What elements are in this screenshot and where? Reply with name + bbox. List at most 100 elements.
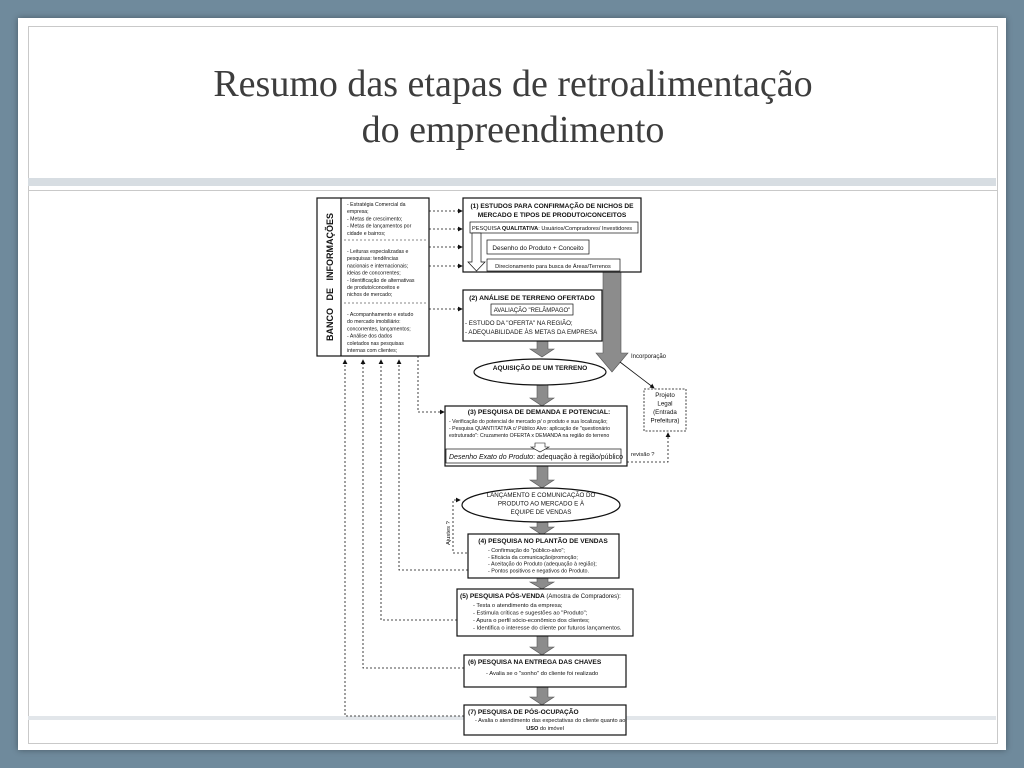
incorporacao-label: Incorporação (631, 354, 667, 360)
ajustes-arrow (452, 497, 483, 554)
banco-feed-arrows (417, 208, 463, 415)
banco-group2-line-3: nacionais e internacionais; (347, 263, 408, 269)
aquisicao-terreno: AQUISIÇÃO DE UM TERRENO (473, 358, 607, 386)
banco-group3-line-5: coletados nas pesquisas (347, 341, 404, 347)
box2-avaliacao: AVALIAÇÃO "RELÂMPAGO" (494, 307, 571, 314)
box5-line-1: - Testa o atendimento da empresa; (473, 603, 563, 609)
box3-title: (3) PESQUISA DE DEMANDA E POTENCIAL: (468, 409, 611, 416)
box6-entrega-chaves: (6) PESQUISA NA ENTREGA DAS CHAVES - Ava… (463, 654, 627, 688)
box5-line-3: - Apura o perfil sócio-econômico dos cli… (473, 618, 590, 624)
banco-group2-line-2: pesquisas: tendências (347, 256, 399, 262)
box4-line-4: - Pontos positivos e negativos do Produt… (488, 568, 589, 574)
box7-line-1: - Avalia o atendimento das expectativas … (475, 718, 625, 724)
slide: Resumo das etapas de retroalimentação do… (18, 18, 1006, 750)
title-line-2: do empreendimento (361, 109, 665, 151)
projeto-legal-line-2: Legal (657, 401, 672, 408)
lancamento-line-1: LANÇAMENTO E COMUNICAÇÃO DO (487, 492, 596, 499)
feedback-box7 (342, 359, 464, 717)
aquisicao-label: AQUISIÇÃO DE UM TERRENO (493, 363, 588, 372)
arrow-box4-to-box5 (528, 577, 556, 590)
dotted-arrow-to-box3 (417, 356, 445, 415)
lancamento-line-2: PRODUTO AO MERCADO E À (498, 501, 585, 508)
arrow-box3-to-lancamento (529, 465, 555, 489)
box7-title: (7) PESQUISA DE PÓS-OCUPAÇÃO (468, 707, 579, 716)
banco-group3-line-2: do mercado imobiliário: (347, 319, 401, 325)
banco-group2-line-7: nichos de mercado; (347, 292, 392, 298)
banco-group3-line-4: - Análise dos dados (347, 334, 393, 340)
box7-pos-ocupacao: (7) PESQUISA DE PÓS-OCUPAÇÃO - Avalia o … (463, 704, 627, 736)
box5-line-2: - Estimula críticas e sugestões ao "Prod… (473, 611, 588, 617)
banco-group1-line-1: - Estratégia Comercial da (347, 202, 406, 208)
banco-group2-line-4: ideias de concorrentes; (347, 271, 401, 277)
main-flow-arrows (528, 270, 629, 706)
banco-group3-line-1: - Acompanhamento e estudo (347, 312, 413, 318)
feedback-arrows (342, 359, 468, 717)
box2-line-oferta: - ESTUDO DA "OFERTA" NA REGIÃO; (465, 320, 573, 327)
banco-group1-line-5: cidade e bairros; (347, 231, 385, 237)
slide-title: Resumo das etapas de retroalimentação do… (29, 61, 997, 153)
revisao-arrow (627, 432, 671, 463)
banco-group2-line-1: - Leituras especializadas e (347, 249, 409, 255)
box3-line-2: - Pesquisa QUANTITATIVA c/ Público Alvo:… (449, 426, 610, 432)
banco-group1-line-2: empresa; (347, 209, 369, 215)
box6-title: (6) PESQUISA NA ENTREGA DAS CHAVES (468, 659, 602, 666)
box1-estudos: (1) ESTUDOS PARA CONFIRMAÇÃO DE NICHOS D… (462, 197, 642, 273)
box1-direcionamento: Direcionamento para busca de Áreas/Terre… (495, 263, 611, 270)
arrow-box2-to-aquisicao (529, 340, 555, 358)
arrow-box6-to-box7 (529, 686, 555, 706)
banco-group3-line-3: concorrentes, lançamentos; (347, 326, 411, 332)
box1-down-arrow (467, 232, 486, 272)
banco-group3-line-6: internas com clientes; (347, 348, 397, 354)
box3-desenho-exato: Desenho Exato do Produto: adequação à re… (449, 454, 623, 461)
arrow-box5-to-box6 (529, 635, 555, 656)
lancamento-comunicacao: LANÇAMENTO E COMUNICAÇÃO DO PRODUTO AO ME… (461, 487, 621, 523)
box1-desenho-produto: Desenho do Produto + Conceito (492, 245, 584, 252)
revisao-label: revisão ? (631, 452, 655, 458)
arrow-aquisicao-to-box3 (529, 384, 555, 407)
lancamento-line-3: EQUIPE DE VENDAS (511, 509, 572, 516)
box2-analise-terreno: (2) ANÁLISE DE TERRENO OFERTADO AVALIAÇÃ… (462, 289, 603, 342)
box4-line-3: - Aceitação do Produto (adequação à regi… (488, 562, 597, 568)
title-divider-band (28, 178, 996, 186)
box2-line-adequabilidade: - ADEQUABILIDADE ÀS METAS DA EMPRESA (465, 329, 598, 336)
feedback-box5 (378, 359, 457, 621)
projeto-legal-line-1: Projeto (655, 392, 675, 399)
content-area (28, 190, 998, 744)
box1-pesquisa-qualitativa: PESQUISA QUALITATIVA: Usuários/Comprador… (472, 226, 632, 232)
box4-title: (4) PESQUISA NO PLANTÃO DE VENDAS (478, 536, 608, 545)
box3-line-3: estruturado": Cruzamento OFERTA x DEMAND… (449, 433, 609, 439)
box5-title: (5) PESQUISA PÓS-VENDA (Amostra de Compr… (460, 591, 621, 600)
projeto-legal-line-3: (Entrada (653, 409, 677, 416)
banco-label: BANCO DE INFORMAÇÕES (325, 213, 335, 341)
box4-line-2: - Eficácia da comunicação/promoção; (488, 555, 578, 561)
box4-plantao-vendas: (4) PESQUISA NO PLANTÃO DE VENDAS - Conf… (467, 533, 620, 579)
box1-title-1: (1) ESTUDOS PARA CONFIRMAÇÃO DE NICHOS D… (470, 201, 634, 210)
incorporacao-arrow (619, 361, 655, 389)
box6-line: - Avalia se o "sonho" do cliente foi rea… (486, 671, 598, 677)
banco-group1-line-3: - Metas de crescimento; (347, 216, 402, 222)
box3-pesquisa-demanda: (3) PESQUISA DE DEMANDA E POTENCIAL: - V… (444, 405, 628, 467)
box5-pos-venda: (5) PESQUISA PÓS-VENDA (Amostra de Compr… (456, 588, 634, 637)
box4-line-1: - Confirmação do "público-alvo"; (488, 548, 565, 554)
box5-line-4: - Identifica o interesse do cliente por … (473, 626, 622, 632)
box3-body: - Verificação do potencial de mercado p/… (449, 419, 610, 439)
banco-group1-line-4: - Metas de lançamentos por (347, 224, 412, 230)
projeto-legal-line-4: Prefeitura) (651, 418, 680, 425)
banco-group2-line-6: de produto/conceitos e (347, 285, 400, 291)
box7-line-2: USO do imóvel (526, 726, 564, 732)
banco-group2-line-5: - Identificação de alternativas (347, 278, 415, 284)
box2-title: (2) ANÁLISE DE TERRENO OFERTADO (469, 293, 595, 302)
arrow-lancamento-to-box4 (529, 520, 555, 536)
box1-title-2: MERCADO E TIPOS DE PRODUTO/CONCEITOS (478, 212, 627, 219)
box3-line-1: - Verificação do potencial de mercado p/… (449, 419, 608, 425)
feedback-box6 (360, 359, 464, 669)
feedback-box4 (396, 359, 468, 571)
ajustes-label: Ajustes ? (446, 520, 452, 545)
title-line-1: Resumo das etapas de retroalimentação (213, 63, 813, 105)
title-area: Resumo das etapas de retroalimentação do… (28, 26, 998, 196)
